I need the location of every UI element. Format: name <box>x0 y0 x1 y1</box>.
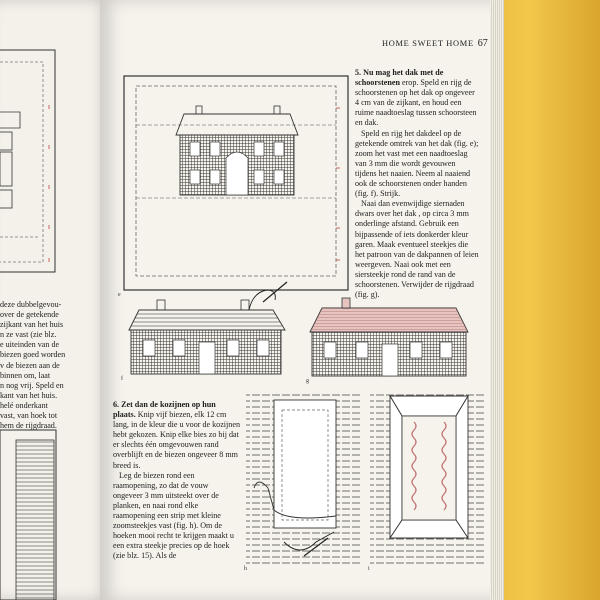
fig-g-label: g <box>306 378 309 384</box>
header-title: HOME SWEET HOME <box>382 39 474 48</box>
figure-g-house-pink-roof: g <box>306 297 469 384</box>
figure-h-window-strip: h <box>244 394 362 572</box>
page-number: 67 <box>477 38 488 49</box>
fig-h-label: h <box>244 566 247 572</box>
page-edge <box>490 0 504 600</box>
step-6-text: 6. Zet dan de kozijnen op hun plaats. Kn… <box>113 400 240 561</box>
step-5-text: 5. Nu mag het dak met de schoorstenen er… <box>355 68 479 300</box>
fig-i-label: i <box>368 566 370 572</box>
left-house-diagram <box>0 49 57 600</box>
step-5-heading: 5. Nu mag het dak met de schoorstenen <box>355 68 444 88</box>
step-6-heading: 6. Zet dan de kozijnen op hun plaats. <box>113 400 216 420</box>
figure-f-house-with-needle: f <box>121 281 288 382</box>
fig-f-label: f <box>121 375 123 382</box>
fig-e-label: e <box>118 292 121 298</box>
figure-e-house-template: e <box>118 75 349 298</box>
figure-i-window-frame: i <box>368 394 484 572</box>
